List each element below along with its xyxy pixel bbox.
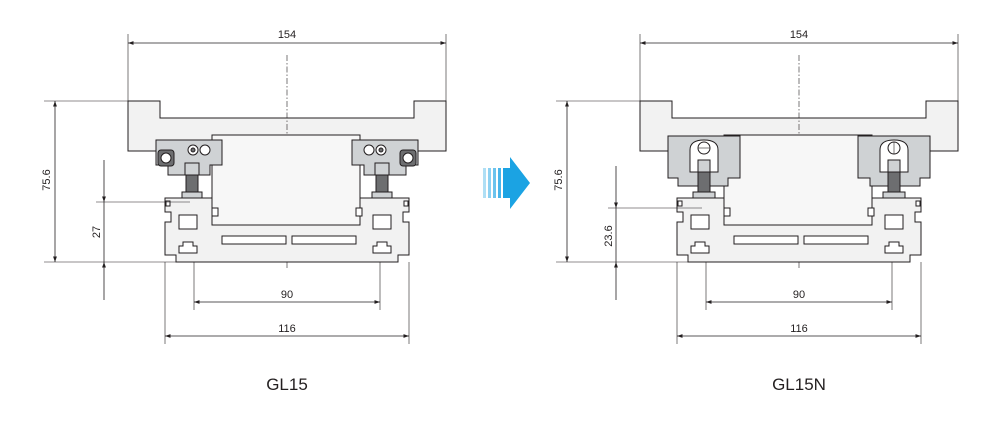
gl15n-caption: GL15N bbox=[772, 375, 826, 394]
gl15-carriage-right bbox=[351, 139, 419, 199]
gl15-carriage-left bbox=[155, 139, 223, 199]
gl15n-dim-top-width: 154 bbox=[790, 29, 808, 41]
gl15n-carriage-left bbox=[667, 135, 741, 199]
gl15n-dim-rail-height: 23.6 bbox=[603, 225, 615, 246]
gl15n-dim-total-height: 75.6 bbox=[553, 169, 565, 190]
gl15-caption: GL15 bbox=[266, 375, 308, 394]
gl15-dim-rail-height: 27 bbox=[91, 226, 103, 238]
gl15-dim-top-width: 154 bbox=[278, 29, 296, 41]
gl15-dim-total-height: 75.6 bbox=[41, 169, 53, 190]
gl15n-dim-inner-width: 90 bbox=[793, 289, 805, 301]
diagram-gl15n: 154 75.6 23.6 90 116 GL15N bbox=[553, 29, 959, 394]
right-arrow-icon bbox=[483, 157, 530, 209]
gl15n-dim-base-width: 116 bbox=[790, 323, 808, 335]
gl15n-carriage-right bbox=[857, 135, 931, 199]
gl15-dim-inner-width: 90 bbox=[281, 289, 293, 301]
gl15-dim-base-width: 116 bbox=[278, 323, 296, 335]
diagram-gl15: 154 75.6 27 90 116 GL15 bbox=[41, 29, 447, 394]
